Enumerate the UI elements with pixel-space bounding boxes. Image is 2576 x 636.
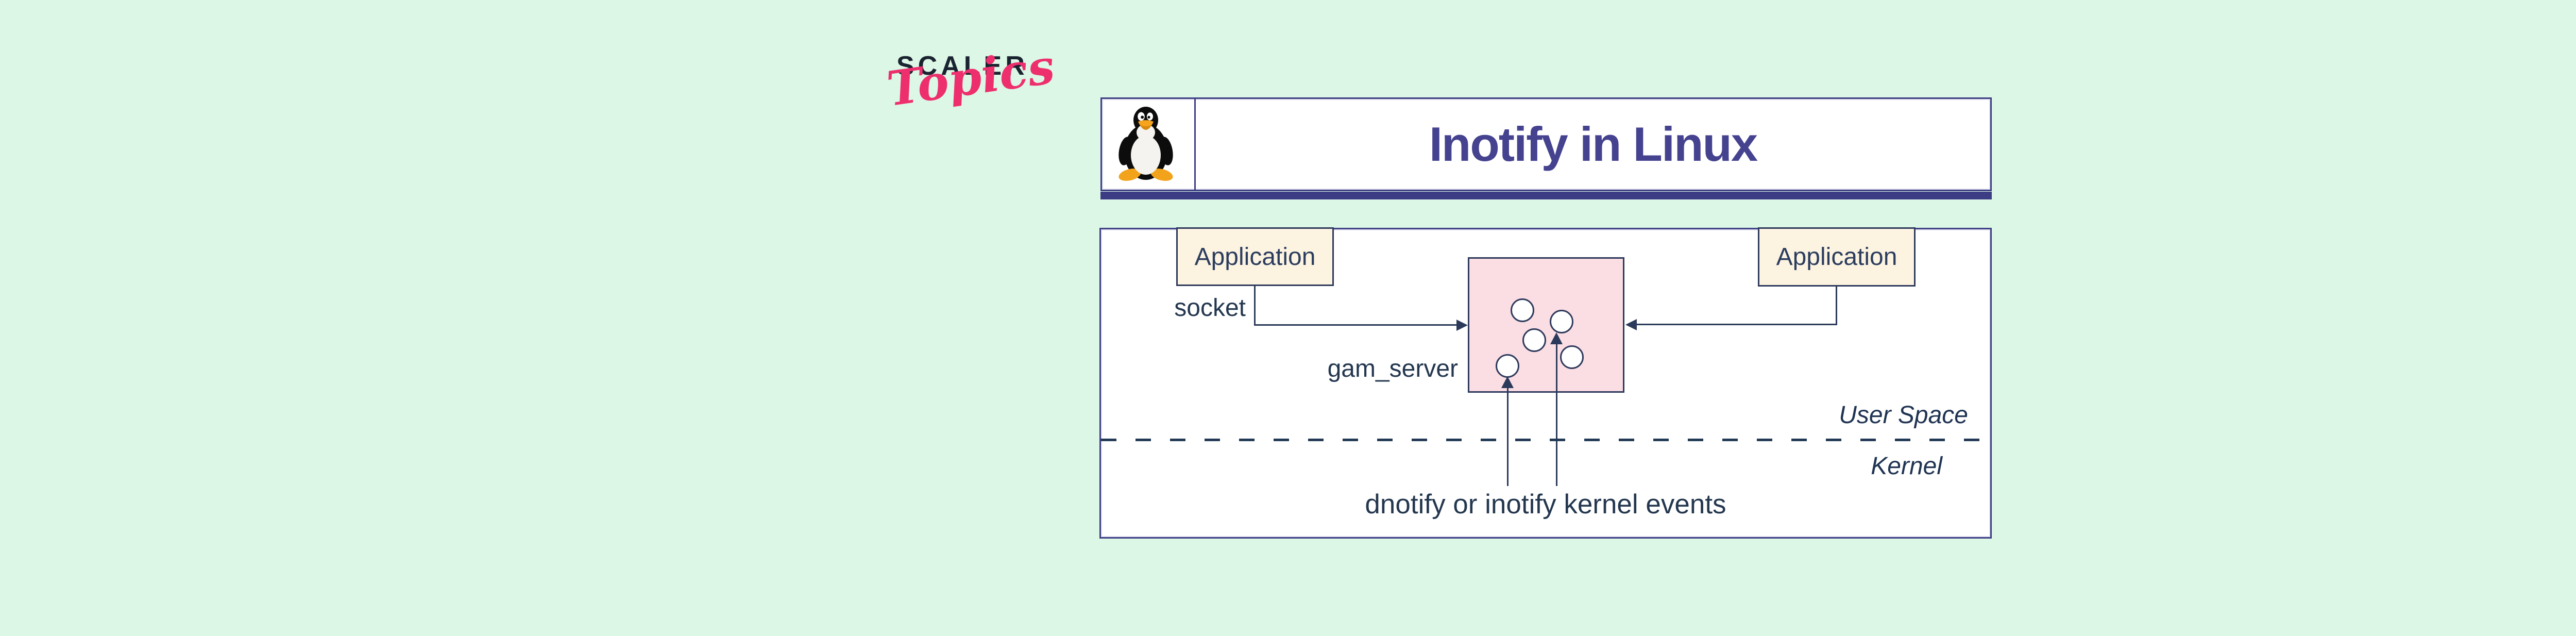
arrowhead-left-icon — [1625, 319, 1637, 330]
event-circle — [1560, 345, 1584, 369]
scaler-logo-wordmark: SCALER — [896, 51, 1028, 81]
kernel-event-arrow-line-1 — [1507, 388, 1509, 486]
event-circle — [1522, 328, 1546, 352]
right-connector-vertical-line — [1836, 287, 1837, 325]
application-left-label: Application — [1194, 243, 1316, 271]
application-box-left: Application — [1176, 227, 1334, 286]
arrowhead-up-icon-2 — [1550, 332, 1563, 344]
gam-server-box — [1468, 257, 1624, 393]
user-space-kernel-divider — [1101, 439, 1990, 441]
application-box-right: Application — [1758, 227, 1916, 287]
arrowhead-up-icon-1 — [1501, 376, 1514, 388]
socket-label: socket — [1174, 294, 1246, 322]
arrowhead-right-icon — [1456, 320, 1468, 331]
application-right-label: Application — [1776, 243, 1897, 271]
right-connector-horizontal-line — [1636, 324, 1837, 325]
header-title-box — [1100, 97, 1992, 191]
page-title: Inotify in Linux — [1429, 117, 1758, 171]
header-underline-bar — [1100, 192, 1992, 199]
kernel-label: Kernel — [1871, 453, 1942, 480]
header-divider — [1194, 99, 1196, 190]
event-circle — [1511, 298, 1534, 322]
tux-penguin-icon — [1118, 107, 1173, 181]
event-circle — [1550, 310, 1573, 333]
socket-connector-horizontal-line — [1254, 324, 1458, 326]
kernel-event-arrow-line-2 — [1556, 343, 1557, 486]
event-circle — [1496, 354, 1519, 378]
socket-connector-vertical-line — [1254, 285, 1256, 325]
gam-server-label: gam_server — [1327, 355, 1458, 382]
user-space-label: User Space — [1839, 401, 1968, 429]
kernel-events-caption: dnotify or inotify kernel events — [1365, 489, 1726, 520]
